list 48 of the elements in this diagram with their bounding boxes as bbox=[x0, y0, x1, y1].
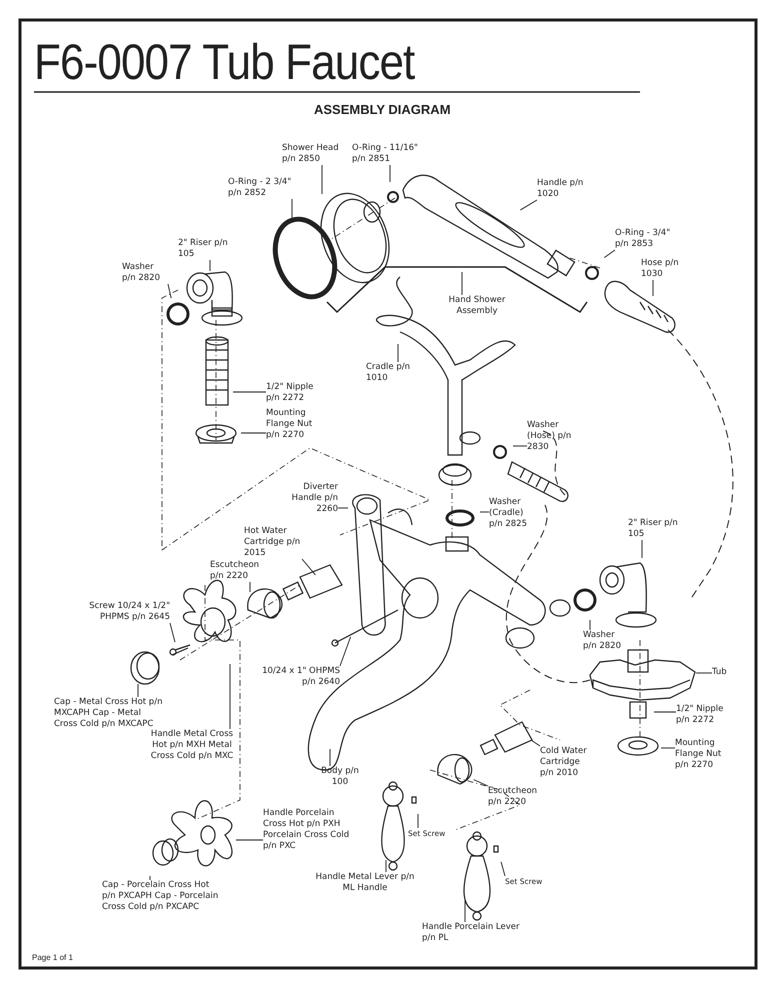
part-label: Cold Water Cartridge p/n 2010 bbox=[540, 746, 596, 779]
title: F6-0007 Tub Faucet bbox=[34, 34, 414, 90]
part-label: Hand Shower Assembly bbox=[442, 295, 512, 317]
part-label: Shower Head p/n 2850 bbox=[282, 143, 344, 165]
leader-line bbox=[464, 900, 466, 922]
leader-line bbox=[696, 672, 712, 674]
part-label: O-Ring - 3/4" p/n 2853 bbox=[615, 228, 681, 250]
part-label: 2" Riser p/n 105 bbox=[628, 518, 678, 540]
leader-line bbox=[500, 861, 506, 876]
part-label: O-Ring - 11/16" p/n 2851 bbox=[352, 143, 422, 165]
part-label: Washer (Cradle) p/n 2825 bbox=[489, 497, 539, 530]
leader-line bbox=[652, 280, 654, 296]
part-label: Tub bbox=[712, 667, 736, 678]
part-label: Screw 10/24 x 1/2" PHPMS p/n 2645 bbox=[62, 601, 170, 623]
part-label: Mounting Flange Nut p/n 2270 bbox=[266, 408, 318, 441]
part-label: Handle Metal Cross Hot p/n MXH Metal Cross Cold p/n MXC bbox=[150, 729, 234, 762]
leader-line bbox=[604, 250, 616, 258]
part-label: Diverter Handle p/n 2260 bbox=[290, 482, 338, 515]
part-label: O-Ring - 2 3/4" p/n 2852 bbox=[228, 177, 296, 199]
part-label: 1/2" Nipple p/n 2272 bbox=[676, 704, 738, 726]
part-label: Cradle p/n 1010 bbox=[366, 362, 414, 384]
part-label: Washer (Hose) p/n 2830 bbox=[527, 420, 583, 453]
part-label: Cap - Metal Cross Hot p/n MXCAPH Cap - Metal Cross Cold p/n MXCAPC bbox=[54, 697, 164, 730]
leader-line bbox=[473, 779, 488, 786]
leader-line bbox=[520, 200, 538, 210]
leader-line bbox=[302, 558, 316, 576]
leader-line bbox=[168, 284, 172, 299]
part-label: 2" Riser p/n 105 bbox=[178, 238, 228, 260]
part-label: 10/24 x 1" OHPMS p/n 2640 bbox=[248, 666, 340, 688]
part-label: Escutcheon p/n 2220 bbox=[210, 560, 270, 582]
part-label: Escutcheon p/n 2220 bbox=[488, 786, 548, 808]
part-label: Washer p/n 2820 bbox=[122, 262, 168, 284]
part-label: Cap - Porcelain Cross Hot p/n PXCAPH Cap - Porcelain Cross Cold p/n PXCAPC bbox=[102, 880, 220, 913]
leader-line bbox=[240, 432, 266, 434]
subtitle: ASSEMBLY DIAGRAM bbox=[314, 102, 451, 117]
part-label: Handle Porcelain Lever p/n PL bbox=[422, 922, 532, 944]
part-label: 1/2" Nipple p/n 2272 bbox=[266, 382, 328, 404]
leader-line bbox=[530, 740, 540, 746]
part-label: Hose p/n 1030 bbox=[641, 258, 683, 280]
part-label: Handle p/n 1020 bbox=[537, 178, 587, 200]
part-label: Hot Water Cartridge p/n 2015 bbox=[244, 526, 302, 559]
part-label: Washer p/n 2820 bbox=[583, 630, 629, 652]
page-number: Page 1 of 1 bbox=[32, 953, 73, 962]
part-label: Handle Porcelain Cross Hot p/n PXH Porcelain Cross Cold p/n PXC bbox=[263, 808, 355, 852]
leader-line bbox=[340, 636, 352, 666]
part-label: Handle Metal Lever p/n ML Handle bbox=[315, 872, 415, 894]
part-label: Mounting Flange Nut p/n 2270 bbox=[675, 738, 727, 771]
leader-line bbox=[170, 622, 176, 643]
